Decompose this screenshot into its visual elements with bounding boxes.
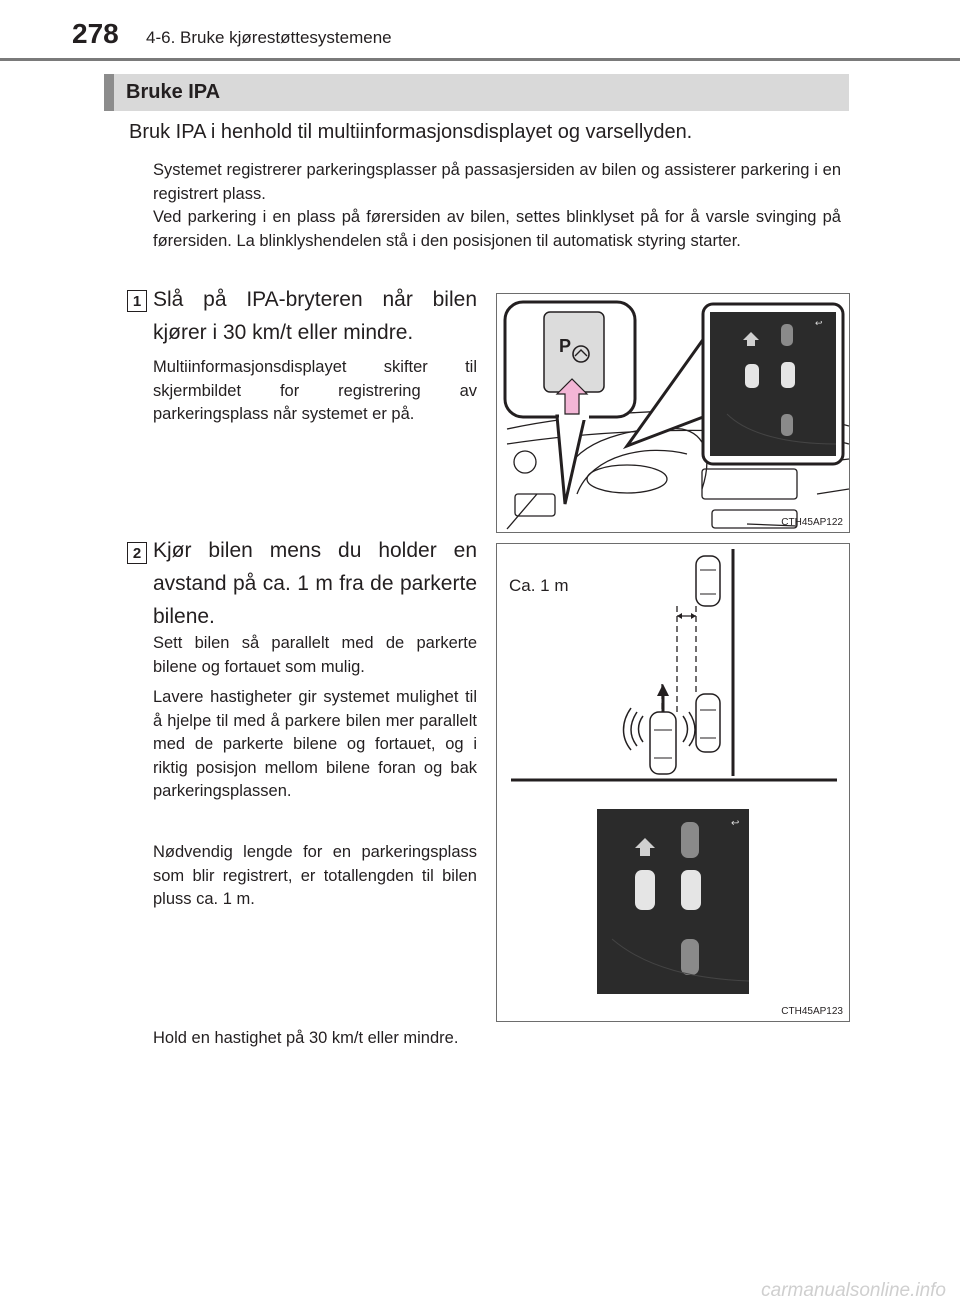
svg-text:↩: ↩	[731, 818, 739, 829]
step-1-title: Slå på IPA-bryteren når bilen kjører i 3…	[153, 288, 477, 344]
parking-diagram: ↩	[511, 549, 837, 994]
dashboard-illustration: P ↩	[503, 300, 849, 530]
figure-1-code: CTH45AP122	[781, 517, 843, 528]
section-description-2: Ved parkering i en plass på førersiden a…	[153, 208, 841, 250]
section-title: Bruke IPA	[126, 81, 221, 103]
step-1-number: 1	[127, 290, 147, 312]
speed-note: Hold en hastighet på 30 km/t eller mindr…	[153, 1029, 459, 1047]
svg-text:P: P	[559, 336, 571, 356]
chapter-title: 4-6. Bruke kjørestøttesystemene	[146, 28, 392, 47]
section-intro: Bruk IPA i henhold til multiinformasjons…	[129, 121, 693, 143]
header-divider	[0, 58, 960, 61]
page-number: 278	[72, 18, 119, 49]
step-1-text: Multiinformasjonsdisplayet skifter til s…	[153, 358, 477, 423]
watermark: carmanualsonline.info	[761, 1280, 946, 1301]
ipa-switch-figure: P ↩ CTH45AP122	[496, 293, 850, 533]
step-2-title: Kjør bilen mens du holder en avstand på …	[153, 539, 477, 628]
section-heading-bar: Bruke IPA	[104, 74, 849, 111]
step-2-text-3: Nødvendig lengde for en parkeringsplass …	[153, 843, 477, 908]
step-2-number: 2	[127, 542, 147, 564]
figure-2-code: CTH45AP123	[781, 1006, 843, 1017]
distance-label: Ca. 1 m	[509, 576, 569, 595]
section-accent	[104, 74, 114, 111]
step-2-text-1: Sett bilen så parallelt med de parkerte …	[153, 634, 477, 676]
parking-distance-figure: Ca. 1 m	[496, 543, 850, 1022]
step-2-text-2: Lavere hastigheter gir systemet mulighet…	[153, 688, 477, 800]
section-description-1: Systemet registrerer parkeringsplasser p…	[153, 161, 841, 203]
svg-text:↩: ↩	[815, 319, 823, 329]
